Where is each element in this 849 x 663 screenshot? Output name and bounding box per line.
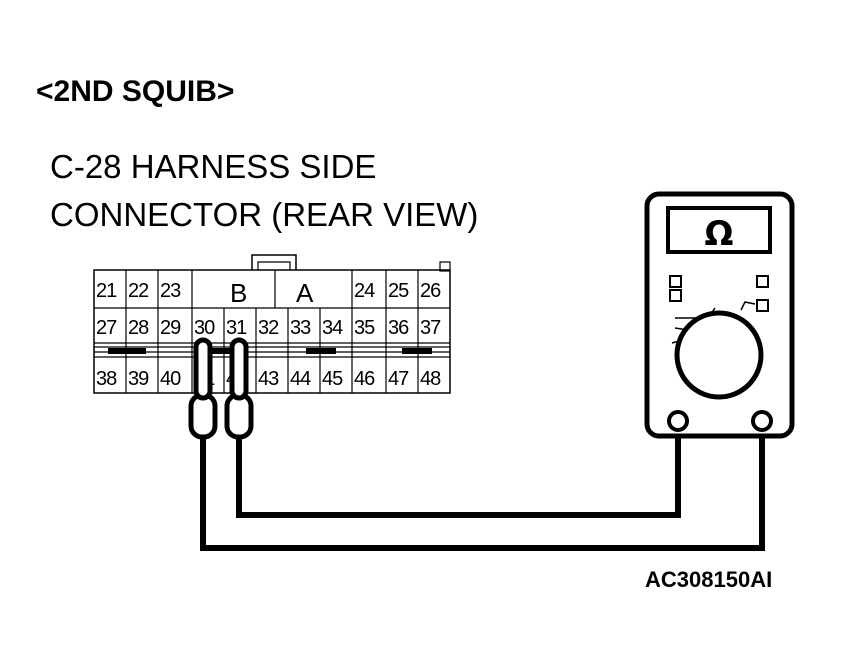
jack-com <box>667 410 689 432</box>
connector-latch <box>251 254 297 270</box>
pin-label: 37 <box>420 317 441 339</box>
pin-label: 21 <box>96 280 117 302</box>
pin-label: 35 <box>354 317 375 339</box>
pin-label: 40 <box>160 368 181 390</box>
pin-label: 44 <box>290 368 311 390</box>
pin-label: 34 <box>322 317 343 339</box>
section-label-a: A <box>296 278 314 308</box>
pin-label: 38 <box>96 368 117 390</box>
pin-label: 47 <box>388 368 409 390</box>
ohmmeter: Ω <box>644 191 795 439</box>
pin-label: 43 <box>258 368 279 390</box>
probe-wire-inner <box>236 422 681 518</box>
pin-label: 32 <box>258 317 279 339</box>
meter-display <box>666 206 772 254</box>
connector-label-line2: CONNECTOR (REAR VIEW) <box>50 196 478 233</box>
selector-dial <box>674 310 764 400</box>
pin-label: 30 <box>194 317 215 339</box>
probe-wire-outer <box>200 422 765 551</box>
pin-label: 26 <box>420 280 441 302</box>
connector-key <box>439 261 451 272</box>
section-label-b: B <box>230 278 247 308</box>
pin-label: 22 <box>128 280 149 302</box>
ohm-symbol: Ω <box>705 214 734 254</box>
figure-code: AC308150AI <box>645 567 772 592</box>
pin-label: 25 <box>388 280 409 302</box>
pin-label: 31 <box>226 317 247 339</box>
pin-label: 46 <box>354 368 375 390</box>
pin-label: 27 <box>96 317 117 339</box>
connector-shell <box>93 269 451 394</box>
connector-label-line1: C-28 HARNESS SIDE <box>50 148 376 185</box>
diagram-title: <2ND SQUIB> <box>36 75 234 108</box>
pin-label: 29 <box>160 317 181 339</box>
test-probe-left <box>188 337 218 440</box>
pin-label: 48 <box>420 368 441 390</box>
pin-label: 33 <box>290 317 311 339</box>
pin-label: 24 <box>354 280 375 302</box>
pin-label: 36 <box>388 317 409 339</box>
c28-connector: B A 21 22 23 24 25 26 27 28 29 30 31 32 … <box>93 254 451 394</box>
pin-label: 45 <box>322 368 343 390</box>
pin-label: 39 <box>128 368 149 390</box>
test-probe-right <box>224 337 254 440</box>
pin-label: 28 <box>128 317 149 339</box>
pin-label: 23 <box>160 280 181 302</box>
jack-ohm <box>751 410 773 432</box>
